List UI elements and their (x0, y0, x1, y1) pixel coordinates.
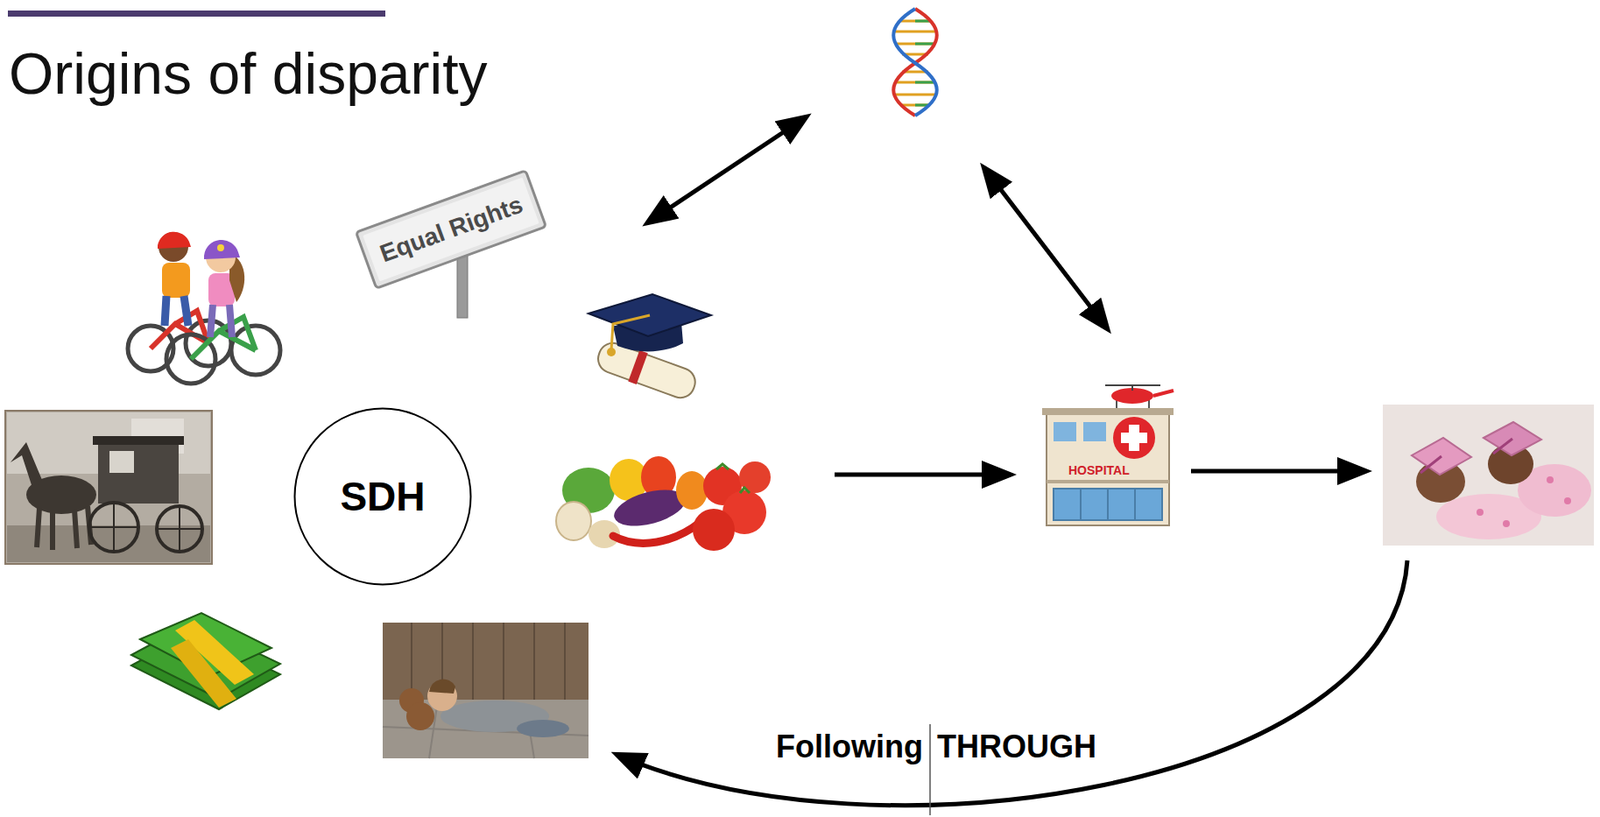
double-arrow (648, 117, 806, 223)
divider-line (929, 724, 931, 816)
horse-carriage-photo (92, 436, 184, 445)
babies-photo (1502, 520, 1510, 528)
horse-carriage-photo (10, 442, 43, 491)
hospital-building (1153, 390, 1174, 396)
graduation-cap (588, 294, 712, 404)
dna-helix (893, 8, 938, 116)
circle-outline (295, 408, 472, 586)
vegetables (676, 471, 708, 510)
equal-rights-sign (356, 170, 547, 318)
sdh-circle: SDH (293, 407, 473, 586)
double-arrow (984, 168, 1107, 329)
hospital-building (1042, 385, 1174, 526)
horse-carriage-photo (89, 502, 203, 552)
kids-on-bikes (150, 310, 209, 349)
arrow (834, 472, 1010, 478)
homeless-child-photo (382, 622, 589, 700)
equal-rights-sign (356, 170, 547, 289)
kids-on-bikes (204, 239, 240, 260)
graduation-cap (611, 315, 650, 351)
money-stack (170, 639, 237, 708)
babies-photo (1564, 497, 1572, 505)
vegetables (556, 501, 592, 541)
hospital-building (1120, 424, 1148, 452)
graduation-cap (627, 350, 648, 385)
babies-photo (1476, 508, 1484, 516)
hospital-building (1042, 408, 1174, 416)
vegetables (692, 508, 735, 551)
arrow (1191, 469, 1366, 474)
hospital-building (1053, 488, 1163, 521)
hospital-building (1105, 385, 1161, 391)
horse-carriage-photo (36, 506, 92, 550)
homeless-child-photo (429, 679, 456, 694)
hospital-building (1113, 416, 1156, 459)
vegetables (716, 464, 750, 494)
hospital-building (1053, 422, 1077, 442)
homeless-child-photo (382, 622, 589, 759)
horse-carriage-photo (5, 410, 212, 564)
return-arrow (617, 560, 1408, 806)
money-stack (131, 613, 281, 710)
kids-on-bikes (217, 244, 225, 252)
horse-carriage-photo (109, 451, 134, 473)
kids-on-bikes (210, 304, 233, 338)
hospital-building (1083, 422, 1107, 442)
dna-helix (893, 8, 938, 116)
equal-rights-sign (356, 170, 547, 289)
arrow-label: THROUGH (937, 728, 1097, 765)
arrows (617, 117, 1408, 816)
babies-photo (1420, 438, 1513, 473)
node-label: SDH (339, 474, 425, 520)
babies-photo (1382, 404, 1594, 546)
dna-helix (893, 8, 938, 116)
page-title: Origins of disparity (8, 43, 488, 105)
homeless-child-photo (411, 622, 565, 700)
vegetables (556, 456, 771, 551)
arrow-label: Following (775, 728, 924, 765)
homeless-child-photo (382, 700, 589, 759)
vegetables (613, 521, 701, 543)
kids-on-bikes (162, 262, 191, 298)
kids-on-bikes (127, 232, 281, 384)
equal-rights-sign (362, 177, 539, 282)
kids-on-bikes (164, 296, 189, 326)
hospital-building (1046, 413, 1170, 526)
graduation-cap (606, 347, 616, 357)
kids-on-bikes (157, 232, 191, 249)
babies-photo (1546, 476, 1554, 484)
equal-rights-sign (457, 249, 468, 318)
kids-on-bikes (190, 317, 256, 360)
homeless-child-photo (382, 622, 589, 759)
hospital-building (1080, 488, 1135, 521)
horse-carriage-photo (5, 410, 212, 564)
building-sign: HOSPITAL (1065, 463, 1133, 478)
horse-carriage-photo (98, 442, 179, 504)
hospital-building (1046, 479, 1170, 484)
homeless-child-photo (406, 702, 435, 731)
title-bar (7, 10, 386, 17)
babies-photo (1382, 404, 1594, 546)
homeless-child-photo (516, 719, 570, 738)
